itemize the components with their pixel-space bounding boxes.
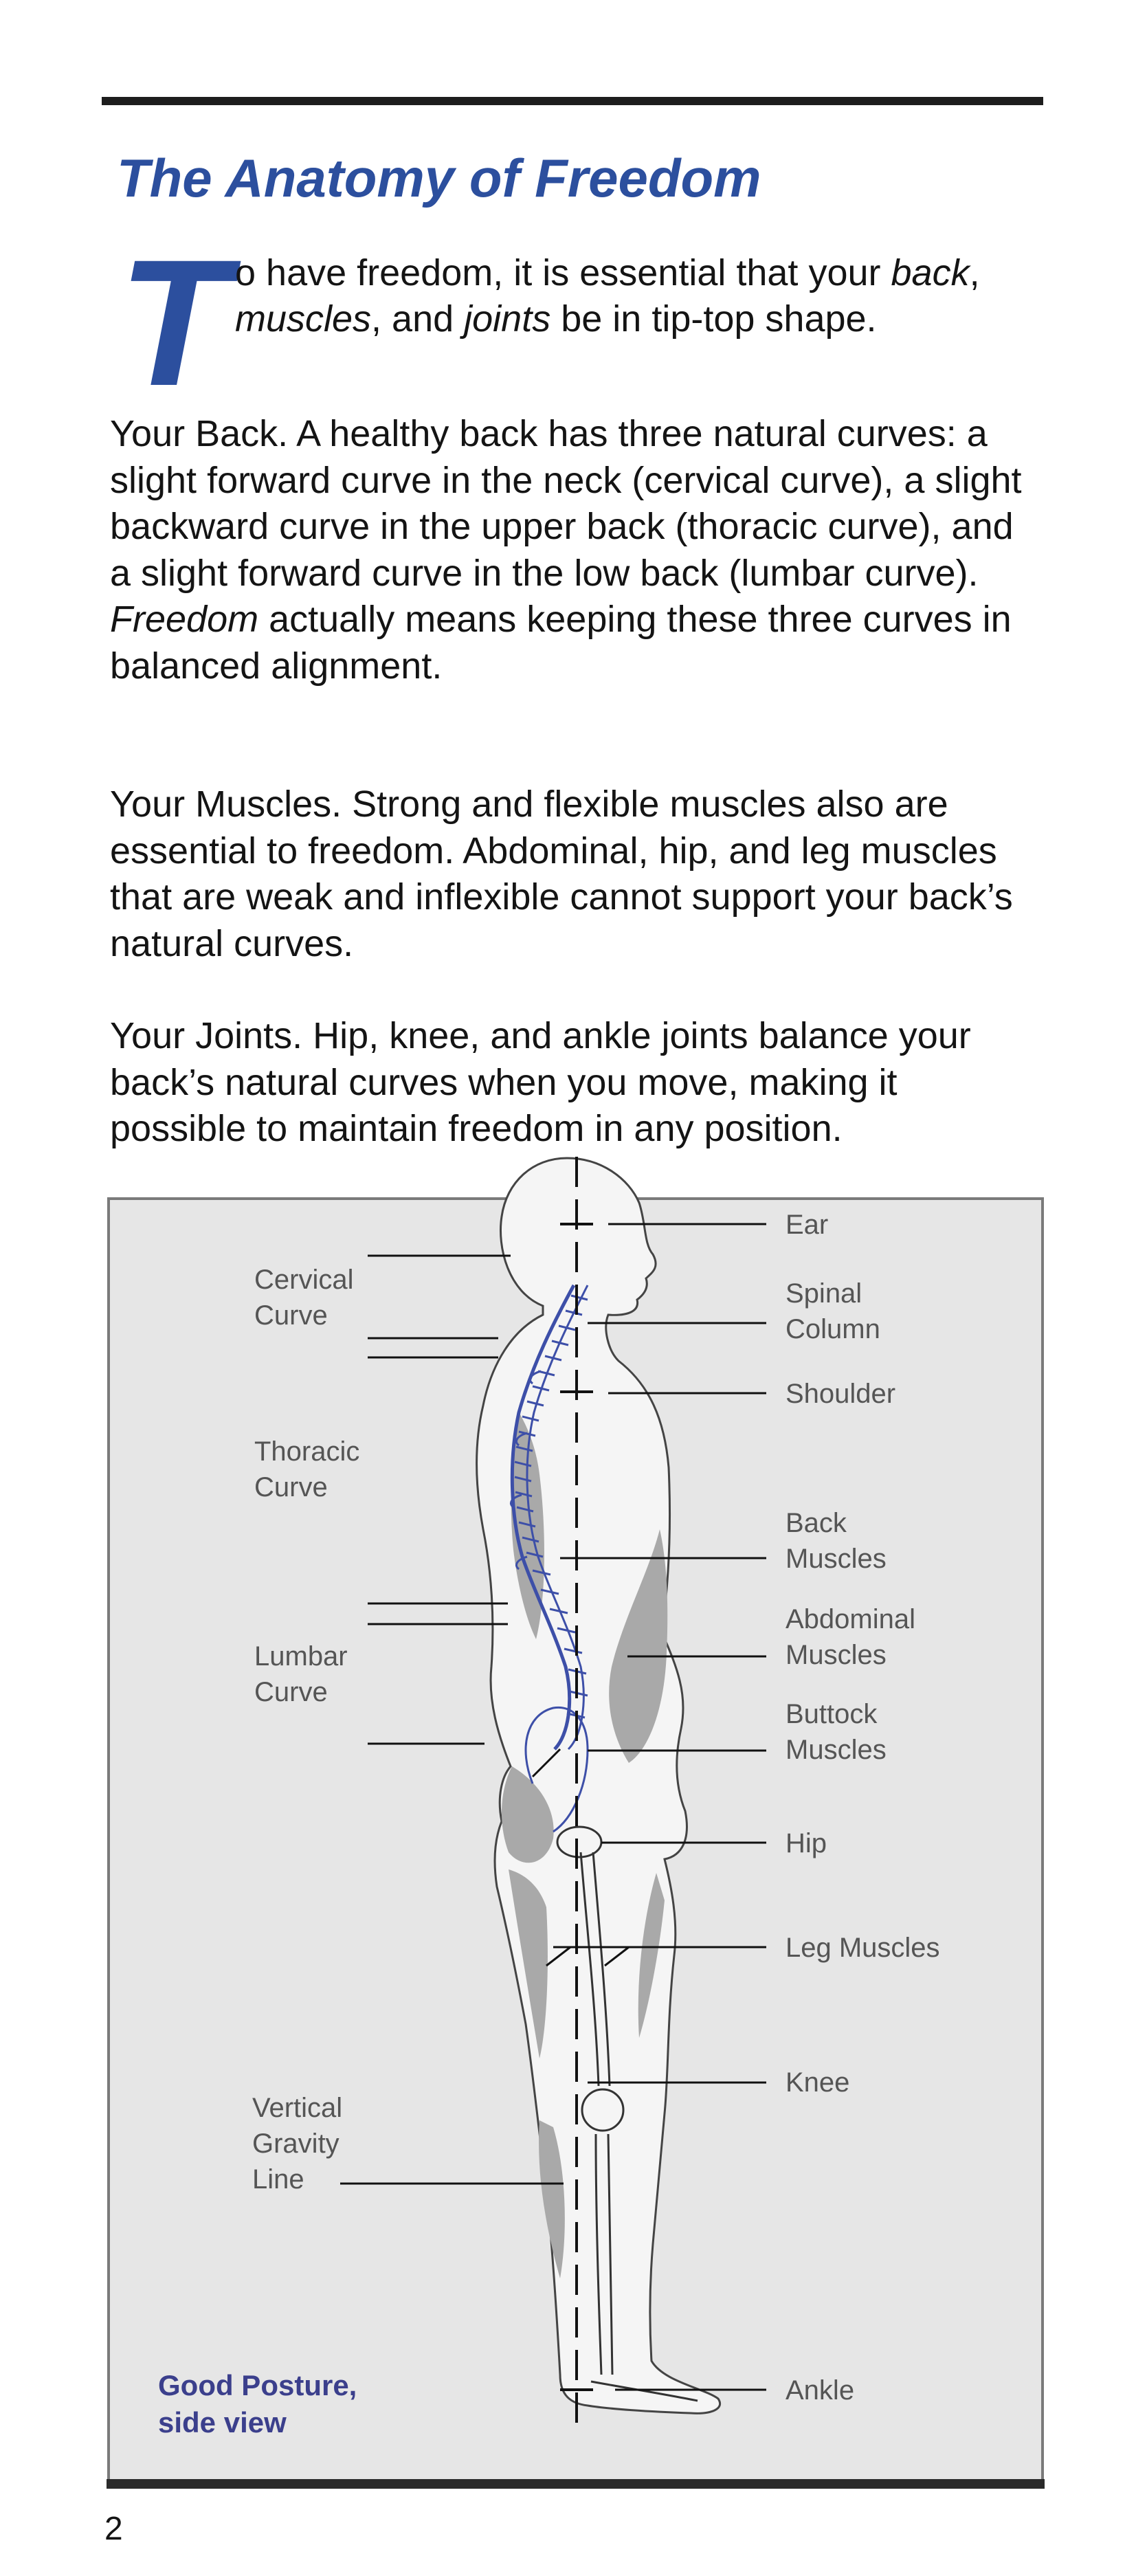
top-rule — [102, 97, 1043, 105]
intro-emphasis-muscles: muscles — [235, 298, 372, 340]
intro-text: , — [969, 252, 980, 293]
knee-joint — [581, 2088, 625, 2132]
figure-bottom-rule — [107, 2479, 1045, 2489]
figure-caption: Good Posture,side view — [158, 2369, 357, 2439]
paragraph-your-joints: Your Joints. Hip, knee, and ankle joints… — [110, 1015, 971, 1149]
intro-text: , and — [371, 298, 465, 340]
spinal-column — [510, 1284, 589, 1751]
buttock-muscle-shade — [501, 1766, 554, 1863]
intro-text: o have freedom, it is essential that you… — [235, 252, 891, 293]
calf-muscle-shade — [539, 2120, 565, 2278]
label-knee: Knee — [786, 2067, 849, 2098]
thigh-muscle-shade — [509, 1869, 548, 2058]
foot-bones — [590, 2380, 698, 2402]
left-leader-lines — [340, 1254, 564, 2185]
page-number: 2 — [104, 2511, 123, 2547]
back-text: actually means keeping these three curve… — [110, 599, 1012, 687]
paragraph-your-back: Your Back. A healthy back has three natu… — [110, 411, 1024, 689]
intro-emphasis-joints: joints — [464, 298, 551, 340]
label-leg-muscles: Leg Muscles — [786, 1933, 940, 1963]
intro-emphasis-back: back — [891, 252, 970, 293]
femur-bone — [579, 1852, 600, 2087]
label-hip: Hip — [786, 1828, 827, 1858]
page-title: The Anatomy of Freedom — [117, 148, 761, 208]
back-muscle-shade — [511, 1412, 544, 1639]
right-leader-lines — [531, 1223, 766, 2391]
label-ear: Ear — [786, 1210, 828, 1240]
label-ankle: Ankle — [786, 2375, 854, 2406]
paragraph-your-muscles: Your Muscles. Strong and flexible muscle… — [110, 784, 1013, 964]
abdominal-muscle-shade — [609, 1529, 668, 1763]
intro-text: be in tip-top shape. — [550, 298, 877, 340]
gravity-ticks — [560, 1223, 593, 2391]
intro-paragraph: o have freedom, it is essential that you… — [235, 250, 998, 342]
label-shoulder: Shoulder — [786, 1379, 895, 1409]
back-emphasis: Freedom — [110, 599, 259, 640]
tibia-bone — [594, 2133, 614, 2375]
drop-cap: T — [118, 222, 229, 423]
front-thigh-shade — [638, 1873, 665, 2038]
back-text: Your Back. A healthy back has three natu… — [110, 413, 1022, 594]
femur-bone-outline — [592, 1852, 611, 2087]
